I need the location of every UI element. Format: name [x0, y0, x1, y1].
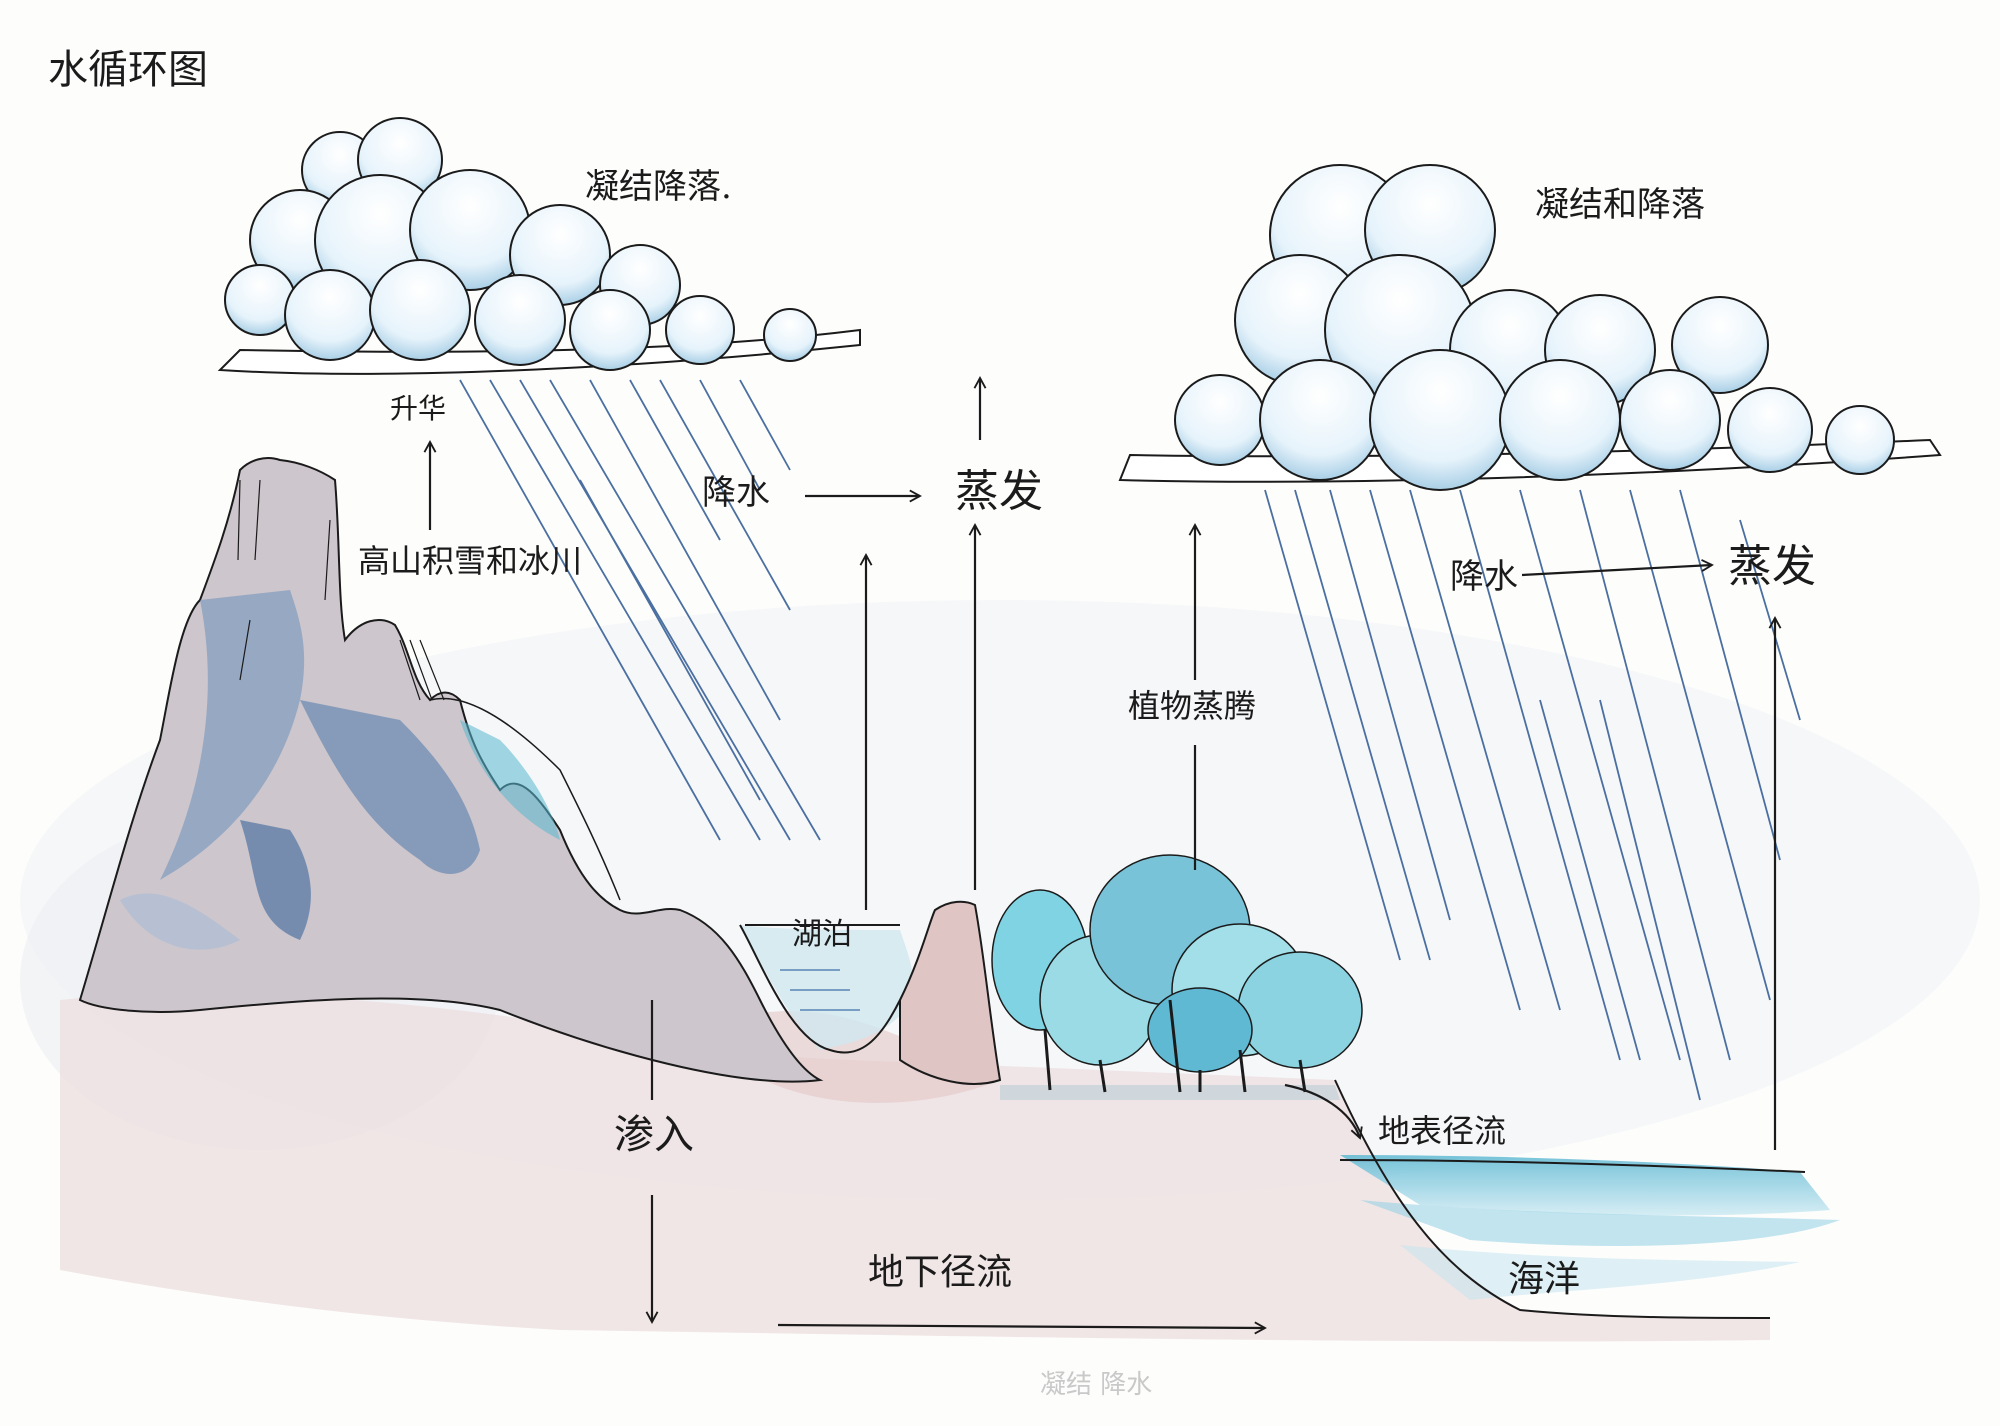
cloud-right: [1118, 164, 1942, 491]
label-evaporation-left: 蒸发: [955, 466, 1043, 517]
arrow-surface-runoff: [1284, 1083, 1360, 1138]
label-infiltration: 渗入: [614, 1112, 694, 1158]
label-transpiration: 植物蒸腾: [1128, 687, 1257, 725]
trees: [991, 854, 1363, 1100]
label-precipitation-left: 降水: [702, 473, 770, 513]
label-groundwater: 地下径流: [868, 1252, 1013, 1293]
arrows: [430, 378, 1775, 1328]
label-sublimation: 升华: [390, 392, 447, 425]
label-evaporation-right: 蒸发: [1728, 541, 1816, 592]
diagram-title: 水循环图: [48, 47, 208, 93]
signature: 凝结 降水: [1040, 1370, 1153, 1400]
arrow-precip-right: [1521, 565, 1712, 577]
label-ocean: 海洋: [1508, 1259, 1581, 1300]
ocean: [1334, 1079, 1840, 1319]
mountain: [78, 457, 824, 1083]
label-precipitation-right: 降水: [1450, 557, 1518, 597]
cloud-left: [217, 117, 861, 375]
rain-right: [1264, 489, 1801, 1101]
lake-basin: [739, 900, 1002, 1085]
label-snow-ice: 高山积雪和冰川: [358, 542, 583, 580]
label-condensation-right: 凝结和降落: [1535, 185, 1705, 225]
label-surface-runoff: 地表径流: [1378, 1112, 1507, 1150]
label-lake: 湖泊: [792, 917, 852, 952]
arrow-groundwater: [777, 1325, 1265, 1328]
rain-left: [459, 379, 821, 841]
label-condensation-left: 凝结降落.: [585, 167, 732, 207]
